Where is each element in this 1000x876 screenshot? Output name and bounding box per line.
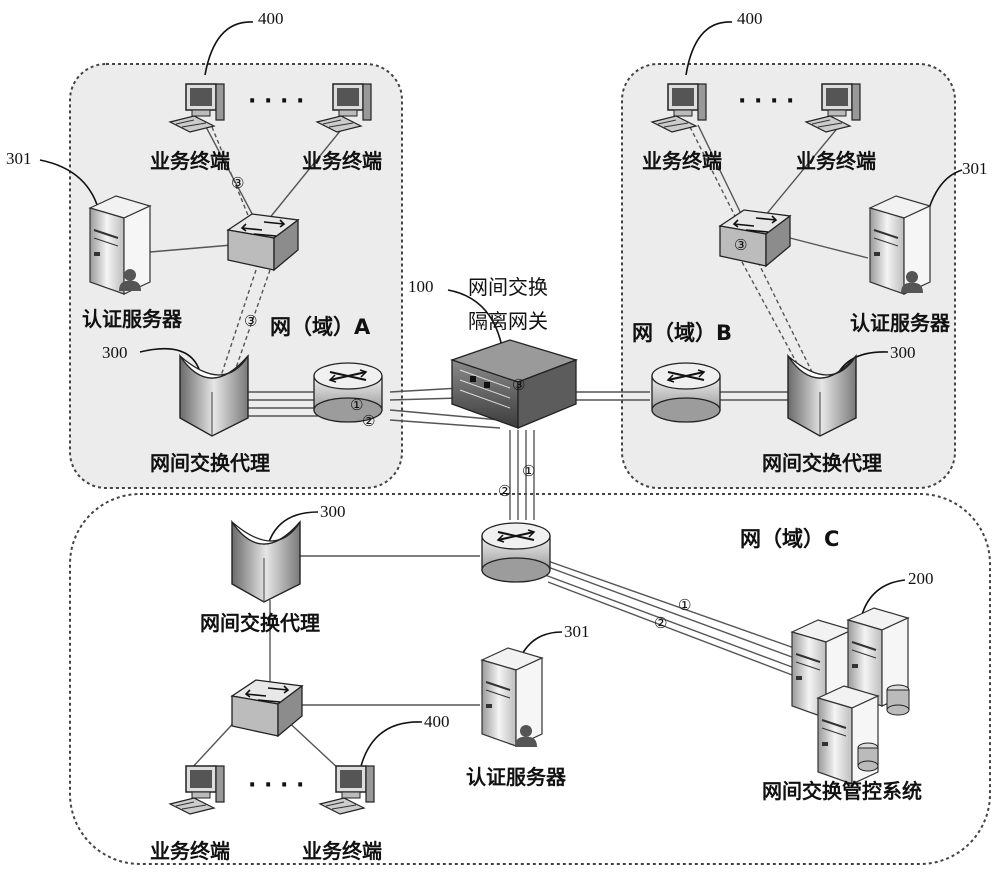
path-3-a-upper: ③ (231, 174, 244, 192)
ref-301-a: 301 (6, 149, 32, 168)
domain-c-title: 网（域）C (740, 527, 839, 551)
router-b-icon (651, 362, 721, 423)
terminal-a1-label: 业务终端 (150, 149, 230, 173)
ellipsis-a: · · · · (248, 89, 304, 114)
terminal-c1-label: 业务终端 (150, 839, 230, 863)
control-system-label: 网间交换管控系统 (762, 779, 922, 803)
proxy-c-label: 网间交换代理 (200, 611, 320, 635)
terminal-b1-label: 业务终端 (642, 149, 722, 173)
path-1-c-vertical: ① (522, 462, 535, 480)
path-1-a: ① (350, 396, 363, 414)
ellipsis-c: · · · · (248, 773, 304, 798)
proxy-a-label: 网间交换代理 (150, 451, 270, 475)
ref-301-b: 301 (962, 159, 988, 178)
ellipsis-b: · · · · (738, 89, 794, 114)
domain-b-title: 网（域）B (632, 321, 732, 345)
terminal-b2-label: 业务终端 (796, 149, 876, 173)
ref-400-b: 400 (737, 9, 763, 28)
router-c-icon (481, 522, 551, 583)
auth-server-c-icon (481, 647, 543, 747)
domain-a-title: 网（域）A (270, 315, 371, 339)
gateway-ref: 100 (408, 277, 434, 296)
auth-server-a-icon (89, 195, 151, 295)
path-1-c-diagonal: ① (678, 596, 691, 614)
control-system-icon (791, 607, 910, 785)
ref-400-a: 400 (258, 9, 284, 28)
auth-server-b-label: 认证服务器 (850, 311, 951, 335)
isolation-gateway-icon (449, 339, 579, 429)
connections (149, 124, 869, 771)
path-3-b: ③ (734, 236, 747, 254)
path-2-a: ② (362, 412, 375, 430)
ref-200: 200 (908, 569, 934, 588)
ref-300-b: 300 (890, 343, 916, 362)
auth-server-c-label: 认证服务器 (466, 765, 567, 789)
auth-server-b-icon (869, 195, 931, 295)
ref-300-a: 300 (102, 343, 128, 362)
gateway-title-line2: 隔离网关 (468, 309, 548, 333)
path-markers: ③ ③ ① ② ③ ③ ① ② ① ② (231, 174, 747, 632)
gateway-title-line1: 网间交换 (468, 275, 548, 299)
path-2-c-diagonal: ② (654, 614, 667, 632)
auth-server-a-label: 认证服务器 (82, 307, 183, 331)
ref-400-c: 400 (424, 712, 450, 731)
path-3-gateway: ③ (512, 376, 525, 394)
ref-301-c: 301 (564, 622, 590, 641)
path-3-a-lower: ③ (244, 312, 257, 330)
terminal-a2-label: 业务终端 (302, 149, 382, 173)
ref-300-c: 300 (320, 502, 346, 521)
proxy-b-label: 网间交换代理 (762, 451, 882, 475)
path-2-c-vertical: ② (498, 482, 511, 500)
terminal-c2-label: 业务终端 (302, 839, 382, 863)
